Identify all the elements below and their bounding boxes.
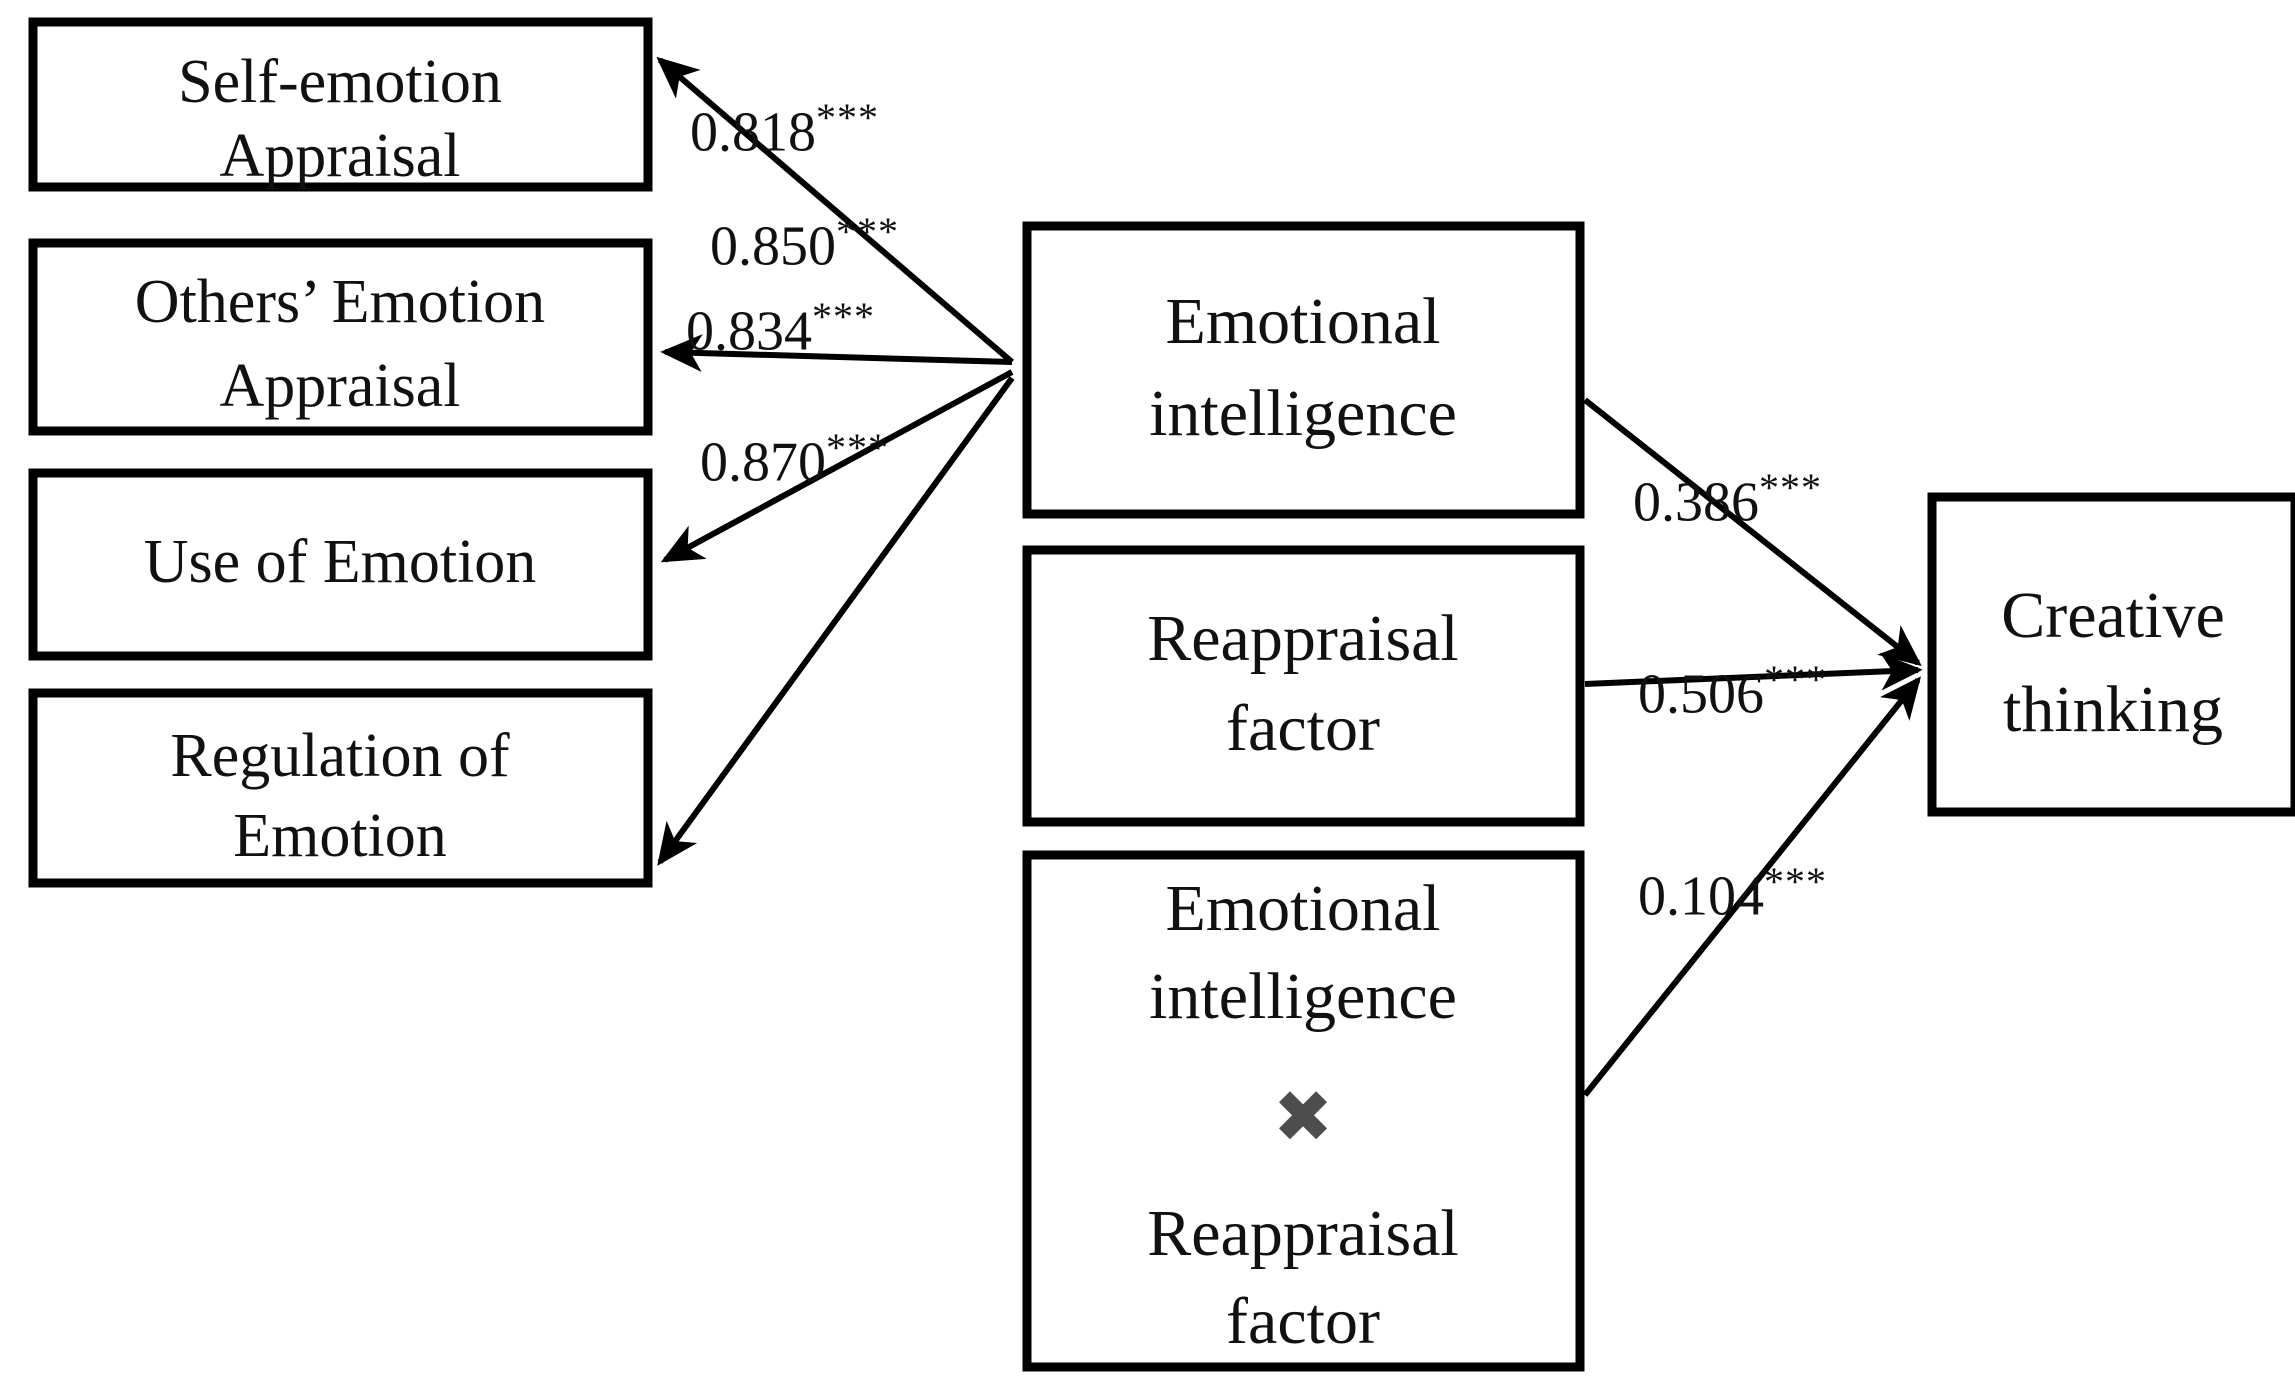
indicator-label-line2: Appraisal	[219, 352, 460, 420]
predictor-box-reappraisal-factor[interactable]: Reappraisal factor	[1022, 545, 1585, 827]
indicator-box-regulation-of-emotion[interactable]: Regulation of Emotion	[28, 688, 653, 888]
predictor-label-line2: intelligence	[1149, 377, 1457, 450]
interaction-label-line2: intelligence	[1149, 960, 1457, 1033]
outcome-label-line2: thinking	[2003, 673, 2223, 746]
path-arrow-interaction-to-creative-thinking[interactable]	[1582, 676, 1922, 1097]
coef-significance: ***	[812, 294, 875, 339]
path-coefficient-ei-to-regulation-of-emotion: 0.870***	[700, 428, 889, 491]
box-outline	[1022, 545, 1585, 827]
coef-value: 0.870	[700, 431, 826, 494]
coef-value: 0.386	[1633, 471, 1759, 534]
box-outline	[28, 238, 653, 436]
predictor-label-line2: factor	[1226, 692, 1380, 765]
interaction-label-line4: factor	[1226, 1285, 1380, 1358]
indicator-label-line1: Self-emotion	[178, 48, 502, 116]
coef-significance: ***	[1759, 465, 1822, 510]
interaction-label-line3: Reappraisal	[1147, 1197, 1459, 1270]
predictor-box-interaction-term[interactable]: Emotional intelligence ✖ Reappraisal fac…	[1022, 850, 1585, 1372]
box-outline	[28, 688, 653, 888]
box-outline	[1927, 492, 2295, 817]
coef-value: 0.834	[686, 300, 812, 363]
path-arrow-ei-to-others-emotion-appraisal[interactable]	[660, 334, 1013, 372]
coef-significance: ***	[816, 95, 879, 140]
coef-value: 0.850	[710, 215, 836, 278]
coef-significance: ***	[1764, 657, 1827, 702]
coef-value: 0.818	[690, 101, 816, 164]
path-coefficient-ei-to-others-emotion-appraisal: 0.850***	[710, 212, 899, 275]
coef-significance: ***	[826, 425, 889, 470]
indicator-label-line1: Regulation of	[170, 722, 510, 790]
coef-significance: ***	[836, 209, 899, 254]
box-outline	[28, 17, 653, 192]
path-arrow-ei-to-creative-thinking[interactable]	[1583, 397, 1922, 666]
path-coefficient-ei-to-use-of-emotion: 0.834***	[686, 297, 875, 360]
coef-value: 0.506	[1638, 663, 1764, 726]
interaction-label-line1: Emotional	[1166, 872, 1441, 945]
path-coefficient-ei-to-creative-thinking: 0.386***	[1633, 468, 1822, 531]
path-arrow-ei-to-regulation-of-emotion[interactable]	[657, 376, 1015, 866]
predictor-box-emotional-intelligence[interactable]: Emotional intelligence	[1022, 221, 1585, 519]
multiply-icon: ✖	[1273, 1075, 1333, 1159]
path-coefficient-ei-to-self-emotion-appraisal: 0.818***	[690, 98, 879, 161]
box-outline	[1022, 850, 1585, 1372]
predictor-label-line1: Reappraisal	[1147, 602, 1459, 675]
path-coefficient-interaction-to-creative-thinking: 0.104***	[1638, 862, 1827, 925]
indicator-box-self-emotion-appraisal[interactable]: Self-emotion Appraisal	[28, 17, 653, 192]
outcome-box-creative-thinking[interactable]: Creative thinking	[1927, 492, 2295, 817]
indicator-label-line1: Others’ Emotion	[135, 268, 545, 336]
path-arrow-reappraisal-to-creative-thinking[interactable]	[1584, 652, 1923, 691]
indicator-label-line2: Emotion	[233, 802, 447, 870]
path-arrow-ei-to-use-of-emotion[interactable]	[660, 369, 1014, 563]
indicator-label-line1: Use of Emotion	[144, 528, 537, 596]
indicator-box-others-emotion-appraisal[interactable]: Others’ Emotion Appraisal	[28, 238, 653, 436]
box-outline	[1022, 221, 1585, 519]
coef-significance: ***	[1764, 859, 1827, 904]
predictor-label-line1: Emotional	[1166, 285, 1441, 358]
indicator-box-use-of-emotion[interactable]: Use of Emotion	[28, 468, 653, 661]
indicator-label-line2: Appraisal	[219, 122, 460, 190]
path-arrow-ei-to-self-emotion-appraisal[interactable]	[656, 56, 1014, 365]
outcome-label-line1: Creative	[2001, 579, 2225, 652]
box-outline	[28, 468, 653, 661]
path-coefficient-reappraisal-to-creative-thinking: 0.506***	[1638, 660, 1827, 723]
coef-value: 0.104	[1638, 865, 1764, 928]
